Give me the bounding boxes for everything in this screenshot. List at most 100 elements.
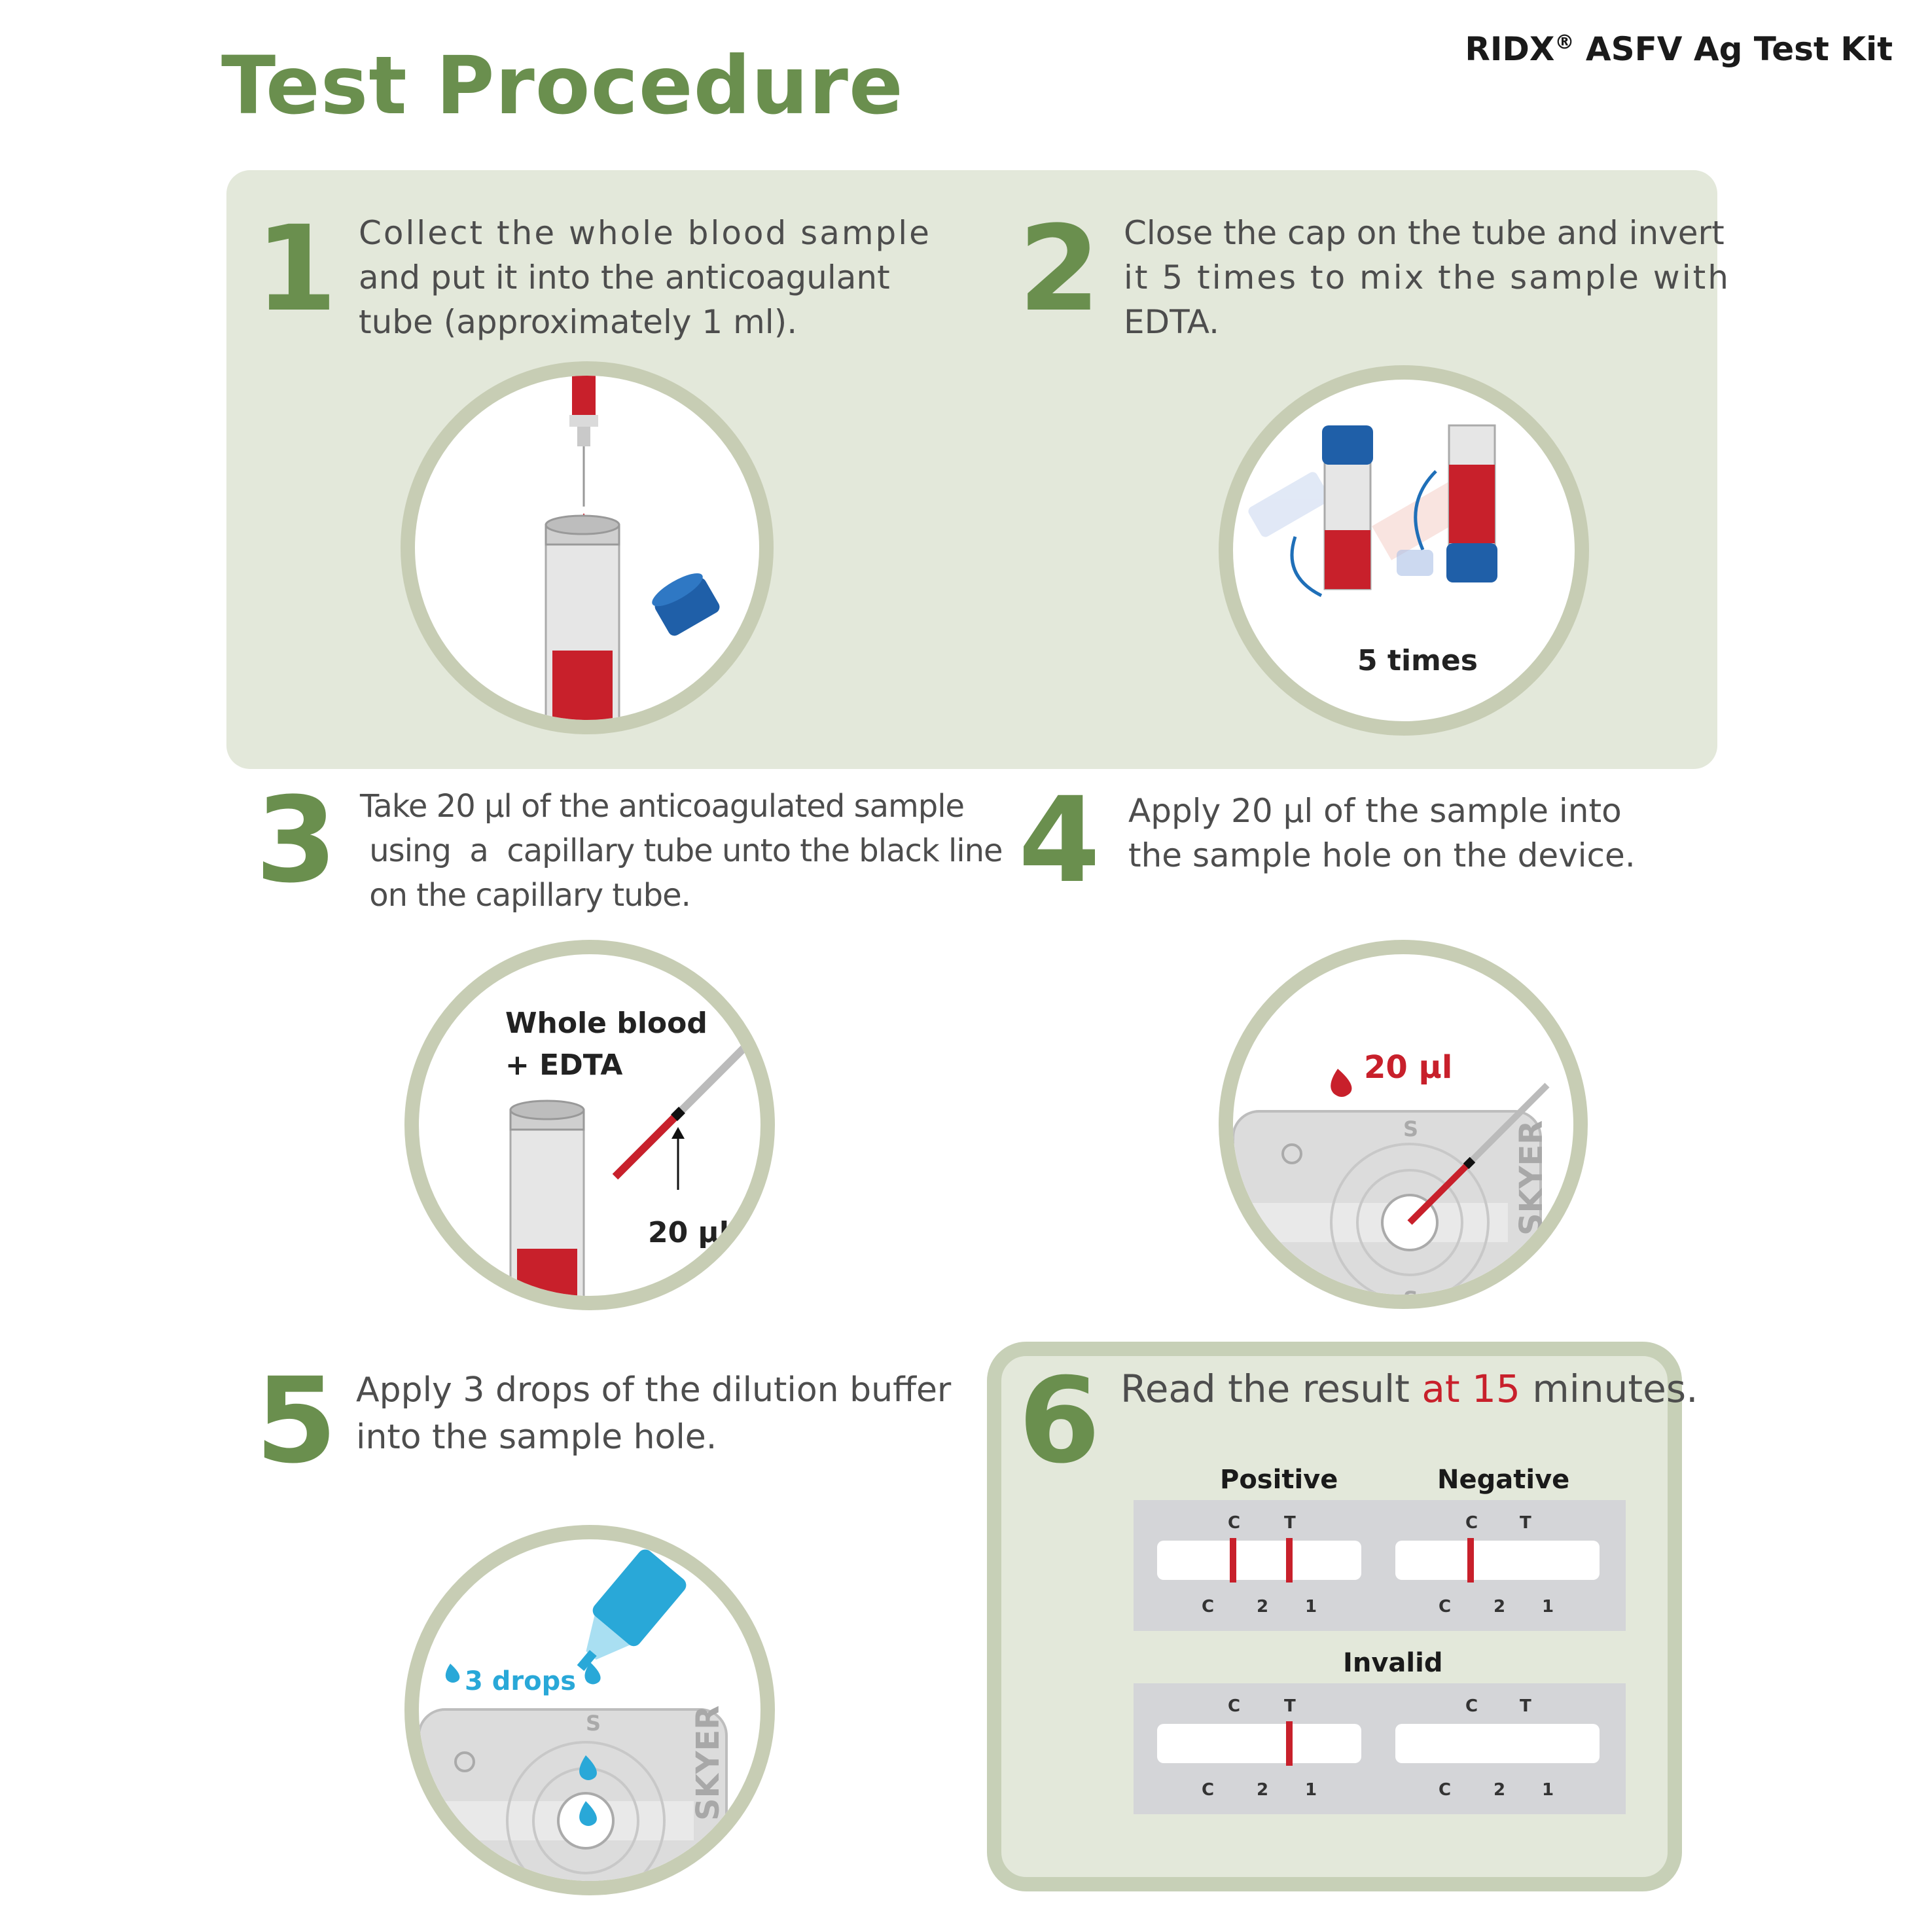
negative-strip: [1395, 1541, 1600, 1580]
step-1-line-3: tube (approximately 1 ml).: [359, 303, 798, 341]
step-2-illustration: 5 times: [1219, 365, 1589, 736]
step-1-line-2: and put it into the anticoagulant: [359, 259, 890, 296]
tube-blood: [552, 651, 613, 720]
drop-icon-right: [584, 1662, 601, 1685]
step-5-text: Apply 3 drops of the dilution buffer int…: [356, 1367, 951, 1461]
negative-bottom-1: 1: [1542, 1597, 1554, 1617]
capillary-tube-illustration: [509, 1043, 749, 1296]
buffer-drops-illustration: [419, 1549, 728, 1881]
step-2-line-2: it 5 times to mix the sample with: [1124, 259, 1730, 296]
drop-icon-left: [445, 1664, 460, 1683]
step-6-text-after: minutes.: [1520, 1367, 1698, 1411]
five-times-label: 5 times: [1357, 644, 1478, 677]
rotate-arrow-right: [1414, 470, 1437, 550]
positive-bottom-c: C: [1202, 1597, 1215, 1617]
device-brand-5: SKYER: [690, 1705, 726, 1821]
step-3-line-3: on the capillary tube.: [360, 877, 691, 914]
syringe-tube-illustration: [545, 376, 720, 720]
step-2-line-1: Close the cap on the tube and invert: [1124, 214, 1725, 252]
invalid1-mark-c: C: [1228, 1696, 1241, 1716]
syringe-barrel: [572, 376, 596, 421]
step-6-number: 6: [1018, 1353, 1101, 1490]
invalid-label: Invalid: [1343, 1648, 1443, 1678]
step-1-text: Collect the whole blood sample and put i…: [359, 211, 931, 344]
device-s-top-5: S: [586, 1711, 601, 1736]
edta-label: + EDTA: [505, 1048, 623, 1082]
step-3-line-1: Take 20 µl of the anticoagulated sample: [360, 788, 965, 825]
step-2-line-3: EDTA.: [1124, 303, 1219, 341]
step-3-line-2: using a capillary tube unto the black li…: [360, 832, 1003, 869]
step-1-number: 1: [255, 201, 338, 338]
blue-cap-right: [1446, 543, 1497, 582]
registered-mark: ®: [1554, 31, 1575, 54]
positive-c-line: [1230, 1538, 1236, 1583]
invert-tubes-illustration: [1248, 424, 1497, 598]
step-5-line-2: into the sample hole.: [356, 1418, 717, 1457]
twenty-ul-label: 20 µl: [648, 1216, 730, 1249]
page-title: Test Procedure: [221, 39, 904, 132]
capillary-tube: [1466, 1082, 1550, 1166]
positive-mark-c: C: [1228, 1513, 1241, 1533]
kit-name: RIDX: [1465, 30, 1555, 68]
device-s-top-4: S: [1403, 1117, 1419, 1141]
positive-strip: [1157, 1541, 1361, 1580]
negative-mark-t: T: [1520, 1513, 1531, 1533]
step-4-illustration: 20 µl SKYER S S: [1219, 940, 1588, 1309]
negative-bottom-c: C: [1439, 1597, 1452, 1617]
whole-blood-label: Whole blood: [505, 1007, 707, 1040]
device-s-bottom-4: S: [1403, 1287, 1419, 1309]
step-2-text: Close the cap on the tube and invert it …: [1124, 211, 1730, 344]
blood-drop-icon: [1331, 1069, 1352, 1097]
device-volume-label: 20 µl: [1364, 1049, 1453, 1086]
step-5-number: 5: [255, 1353, 338, 1490]
kit-title: RIDX® ASFV Ag Test Kit: [1465, 30, 1893, 68]
invalid2-mark-c: C: [1465, 1696, 1478, 1716]
invalid1-bottom-1: 1: [1305, 1780, 1317, 1800]
invalid2-bottom-1: 1: [1542, 1780, 1554, 1800]
positive-mark-t: T: [1284, 1513, 1296, 1533]
device-sample-illustration: [1233, 1069, 1550, 1295]
three-drops-label: 3 drops: [465, 1666, 577, 1696]
negative-bottom-2: 2: [1494, 1597, 1506, 1617]
step-6-text: Read the result at 15 minutes.: [1120, 1367, 1698, 1411]
step-3-illustration: Whole blood + EDTA 20 µl: [404, 940, 775, 1310]
step-4-line-2: the sample hole on the device.: [1128, 836, 1636, 874]
capillary-black-line: [671, 1107, 685, 1121]
invalid1-mark-t: T: [1284, 1696, 1296, 1716]
negative-label: Negative: [1437, 1465, 1570, 1495]
blue-cap-left: [1322, 425, 1373, 465]
step-5-line-1: Apply 3 drops of the dilution buffer: [356, 1370, 952, 1410]
invalid2-mark-t: T: [1520, 1696, 1531, 1716]
invalid-strip-2: [1395, 1724, 1600, 1763]
negative-mark-c: C: [1465, 1513, 1478, 1533]
buffer-drop: [579, 1801, 597, 1826]
step-3-text: Take 20 µl of the anticoagulated sample …: [360, 784, 1003, 918]
invalid2-bottom-c: C: [1439, 1780, 1452, 1800]
buffer-drop: [579, 1755, 597, 1780]
step-2-number: 2: [1018, 201, 1101, 338]
invalid2-bottom-2: 2: [1494, 1780, 1506, 1800]
negative-c-line: [1467, 1538, 1474, 1583]
positive-label: Positive: [1220, 1465, 1338, 1495]
dropper-bottle: [577, 1549, 687, 1672]
positive-t-line: [1286, 1538, 1293, 1583]
invalid1-bottom-c: C: [1202, 1780, 1215, 1800]
step-4-number: 4: [1018, 772, 1101, 909]
kit-name-suffix: ASFV Ag Test Kit: [1574, 30, 1893, 68]
step-1-line-1: Collect the whole blood sample: [359, 214, 931, 252]
step-4-line-1: Apply 20 µl of the sample into: [1128, 792, 1622, 830]
tube-blood: [517, 1249, 577, 1296]
step-6-text-highlight: at 15: [1422, 1367, 1520, 1411]
blue-cap: [652, 573, 720, 636]
step-1-illustration: [401, 361, 774, 734]
positive-bottom-2: 2: [1257, 1597, 1269, 1617]
invalid-t-line: [1286, 1721, 1293, 1766]
positive-bottom-1: 1: [1305, 1597, 1317, 1617]
device-brand-4: SKYER: [1513, 1120, 1550, 1236]
step-5-illustration: 3 drops SKYER S: [404, 1525, 775, 1895]
invalid-strip-1: [1157, 1724, 1361, 1763]
rotate-arrow-left: [1290, 536, 1323, 598]
step-6-text-before: Read the result: [1120, 1367, 1422, 1411]
step-3-number: 3: [255, 772, 338, 909]
step-4-text: Apply 20 µl of the sample into the sampl…: [1128, 789, 1636, 878]
